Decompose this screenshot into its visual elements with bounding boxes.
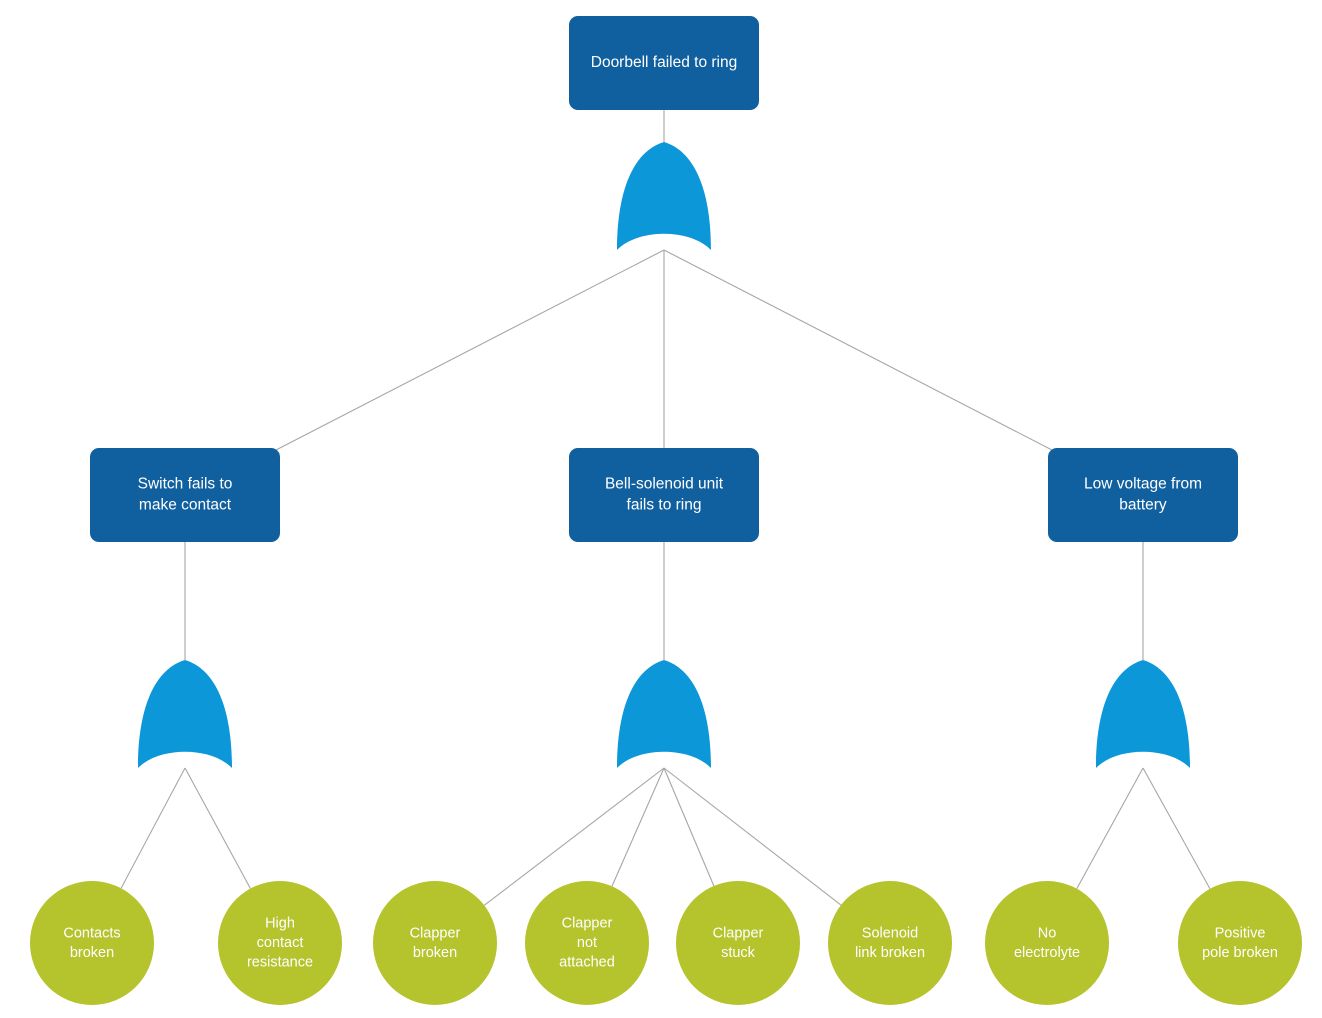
basic-event-shape[interactable] [218, 881, 342, 1005]
basic-event-shape[interactable] [676, 881, 800, 1005]
event-box-label: Doorbell failed to ring [591, 54, 737, 71]
basic-event-node[interactable] [676, 881, 800, 1005]
event-box-shape[interactable] [569, 16, 759, 110]
connector-line [120, 767, 186, 889]
basic-event-node[interactable] [828, 881, 952, 1005]
or-gate-icon[interactable] [138, 660, 232, 768]
connector-line [611, 767, 665, 887]
top-event-node[interactable] [569, 16, 759, 110]
basic-event-node[interactable] [373, 881, 497, 1005]
or-gate-icon[interactable] [617, 142, 711, 250]
intermediate-event-node[interactable] [1048, 448, 1238, 542]
connector-line [663, 767, 715, 887]
basic-event-node[interactable] [525, 881, 649, 1005]
connector-line [483, 767, 665, 906]
or-gate-icon[interactable] [1096, 660, 1190, 768]
connector-line [663, 249, 1053, 451]
basic-event-shape[interactable] [985, 881, 1109, 1005]
event-box-shape[interactable] [569, 448, 759, 542]
basic-event-node[interactable] [1178, 881, 1302, 1005]
connector-layer [120, 110, 1211, 906]
or-gate-icon[interactable] [617, 660, 711, 768]
event-box-shape[interactable] [1048, 448, 1238, 542]
connector-line [663, 767, 842, 906]
basic-event-node[interactable] [218, 881, 342, 1005]
intermediate-event-node[interactable] [569, 448, 759, 542]
connector-line [1142, 767, 1211, 890]
intermediate-event-node[interactable] [90, 448, 280, 542]
gate-layer [138, 142, 1190, 768]
connector-line [184, 767, 251, 889]
basic-event-shape[interactable] [30, 881, 154, 1005]
event-box-shape[interactable] [90, 448, 280, 542]
basic-event-shape[interactable] [525, 881, 649, 1005]
basic-event-node[interactable] [30, 881, 154, 1005]
basic-event-node[interactable] [985, 881, 1109, 1005]
basic-event-shape[interactable] [828, 881, 952, 1005]
basic-event-shape[interactable] [373, 881, 497, 1005]
connector-line [1076, 767, 1144, 889]
basic-event-shape[interactable] [1178, 881, 1302, 1005]
connector-line [275, 249, 665, 451]
